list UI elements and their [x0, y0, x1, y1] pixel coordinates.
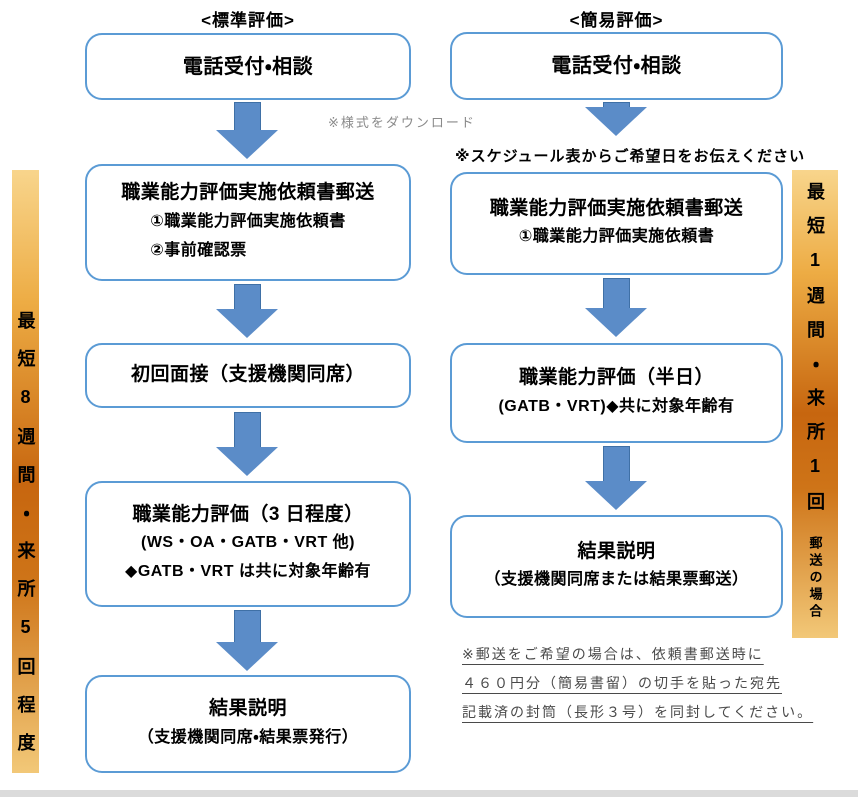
- duration-bar-simple-sublabel: 郵送の場合: [807, 536, 823, 621]
- flow-box-item: ②事前確認票: [150, 241, 247, 259]
- arrow-stem: [602, 278, 630, 308]
- arrow-head: [216, 447, 278, 476]
- mailing-note: ※郵送をご希望の場合は、依頼書郵送時に ４６０円分（簡易書留）の切手を貼った宛先…: [462, 640, 822, 727]
- flow-box-request-mailing-standard: 職業能力評価実施依頼書郵送 ①職業能力評価実施依頼書 ②事前確認票: [85, 164, 411, 281]
- down-arrow: [585, 102, 647, 136]
- flow-box-title: 結果説明: [208, 698, 287, 720]
- arrow-head: [585, 107, 647, 136]
- arrow-stem: [602, 102, 630, 107]
- down-arrow: [216, 412, 278, 476]
- flow-box-title: 職業能力評価実施依頼書郵送: [489, 197, 744, 219]
- flow-box-result-explanation-simple: 結果説明 （支援機関同席または結果票郵送）: [450, 515, 783, 618]
- duration-bar-simple-label: 最短1週間・来所1回: [805, 182, 825, 526]
- down-arrow: [216, 102, 278, 159]
- flow-box-item: （支援機関同席または結果票郵送）: [484, 571, 749, 589]
- standard-evaluation-header: <標準評価>: [201, 11, 295, 30]
- flow-box-item: (WS・OA・GATB・VRT 他): [140, 534, 356, 552]
- arrow-head: [216, 309, 278, 338]
- down-arrow: [585, 278, 647, 337]
- bottom-edge-strip: [0, 790, 858, 797]
- flow-box-item: (GATB・VRT)◆共に対象年齢有: [498, 397, 735, 415]
- flow-box-item: ①職業能力評価実施依頼書: [518, 228, 715, 246]
- flow-box-title: 職業能力評価実施依頼書郵送: [121, 182, 375, 204]
- down-arrow: [216, 610, 278, 671]
- flow-box-phone-consult-standard: 電話受付・相談: [85, 33, 411, 100]
- flow-box-title: 職業能力評価（3 日程度）: [132, 503, 364, 525]
- flow-box-title: 電話受付・相談: [551, 55, 682, 77]
- flow-box-ability-evaluation-standard: 職業能力評価（3 日程度） (WS・OA・GATB・VRT 他) ◆GATB・V…: [85, 481, 411, 607]
- flow-box-title: 初回面接（支援機関同席）: [130, 364, 365, 386]
- simple-evaluation-header: <簡易評価>: [569, 11, 664, 30]
- flow-box-title: 結果説明: [577, 540, 656, 562]
- flow-box-item: ①職業能力評価実施依頼書: [150, 212, 346, 230]
- schedule-note: ※スケジュール表からご希望日をお伝えください: [455, 148, 806, 165]
- flow-box-item: （支援機関同席・結果票発行）: [137, 728, 359, 746]
- download-format-note: ※様式をダウンロード: [328, 115, 476, 130]
- arrow-stem: [233, 102, 261, 130]
- arrow-head: [216, 130, 278, 159]
- arrow-head: [216, 642, 278, 671]
- flow-box-title: 電話受付・相談: [182, 55, 314, 78]
- duration-bar-standard: 最短8週間・来所5回程度: [12, 170, 39, 773]
- flow-box-request-mailing-simple: 職業能力評価実施依頼書郵送 ①職業能力評価実施依頼書: [450, 172, 783, 275]
- down-arrow: [585, 446, 647, 510]
- down-arrow: [216, 284, 278, 338]
- arrow-stem: [233, 284, 261, 309]
- mailing-note-line: 記載済の封筒（長形３号）を同封してください。: [462, 704, 814, 720]
- arrow-head: [585, 481, 647, 510]
- arrow-stem: [602, 446, 630, 481]
- arrow-stem: [233, 412, 261, 447]
- flow-box-result-explanation-standard: 結果説明 （支援機関同席・結果票発行）: [85, 675, 411, 773]
- duration-bar-simple: 最短1週間・来所1回 郵送の場合: [792, 170, 838, 638]
- mailing-note-line: ４６０円分（簡易書留）の切手を貼った宛先: [462, 675, 782, 691]
- flow-box-first-interview-standard: 初回面接（支援機関同席）: [85, 343, 411, 408]
- flow-box-ability-evaluation-simple: 職業能力評価（半日） (GATB・VRT)◆共に対象年齢有: [450, 343, 783, 443]
- flow-box-title: 職業能力評価（半日）: [518, 367, 714, 389]
- duration-bar-standard-label: 最短8週間・来所5回程度: [15, 311, 36, 771]
- flow-box-item: ◆GATB・VRT は共に対象年齢有: [125, 563, 371, 581]
- flow-box-phone-consult-simple: 電話受付・相談: [450, 32, 783, 100]
- arrow-head: [585, 308, 647, 337]
- mailing-note-line: ※郵送をご希望の場合は、依頼書郵送時に: [462, 646, 764, 662]
- arrow-stem: [233, 610, 261, 642]
